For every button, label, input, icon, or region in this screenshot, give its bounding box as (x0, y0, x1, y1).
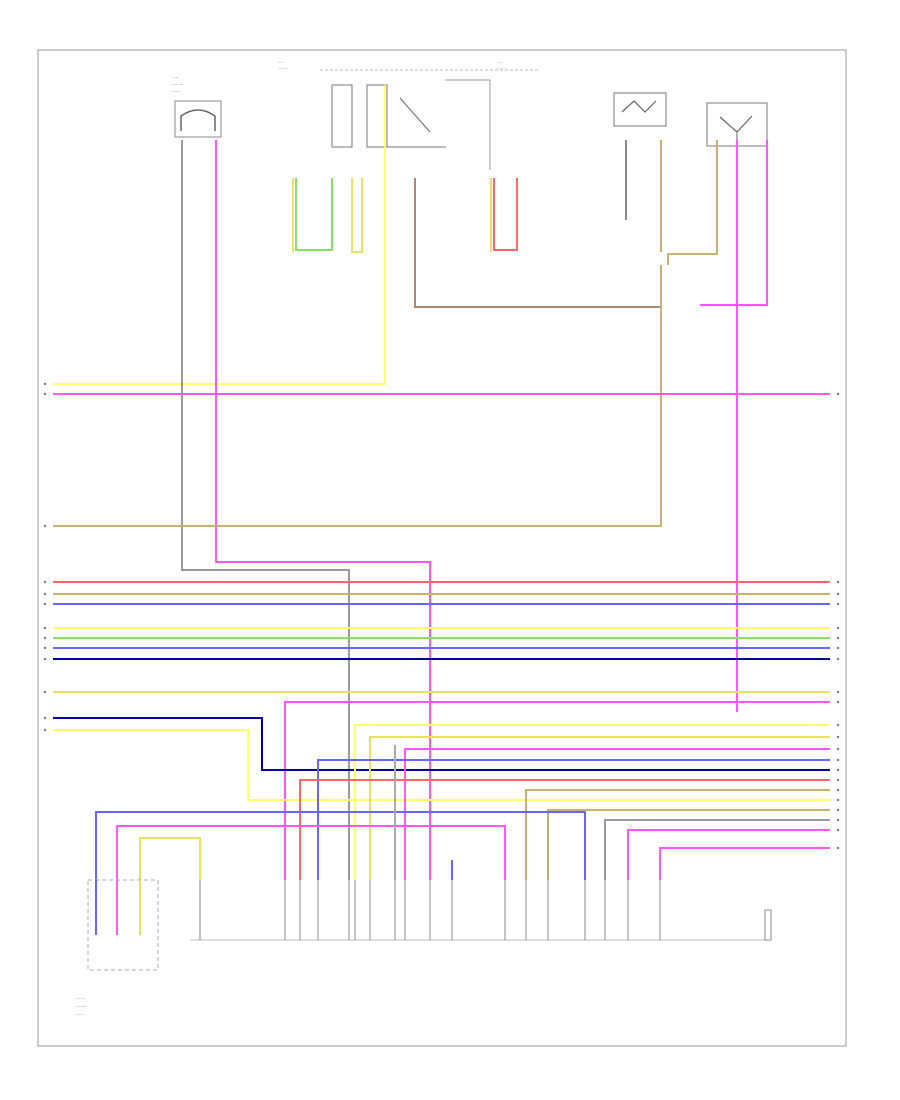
right-module (706, 102, 768, 147)
relay-module (613, 92, 667, 127)
svg-text:·······: ······· (172, 89, 181, 94)
left-terminals (43, 382, 47, 732)
svg-text:·········: ········· (75, 1004, 86, 1009)
svg-text:····: ···· (497, 60, 502, 65)
svg-text:········: ········ (75, 996, 85, 1001)
diagram-border (37, 49, 847, 1047)
svg-text:·······: ······· (75, 1012, 84, 1017)
svg-text:·····: ····· (172, 75, 178, 80)
svg-text:·······: ······· (497, 66, 506, 71)
vertical-wires (53, 85, 662, 880)
right-terminals (836, 392, 840, 850)
top-stubs (292, 140, 768, 712)
bottom-left-sensor: ········ ········· ······· (75, 879, 159, 1017)
svg-text:·······: ······· (278, 66, 287, 71)
top-left-sensor: ····· ········· ······· (172, 75, 222, 138)
main-connector (190, 880, 772, 941)
svg-text:····: ···· (278, 60, 283, 65)
fuel-switch (331, 79, 491, 170)
bus-wires (53, 393, 830, 880)
svg-text:·········: ········· (172, 82, 183, 87)
fuse-header-left: ···· ······· ···· ······· (278, 60, 540, 71)
